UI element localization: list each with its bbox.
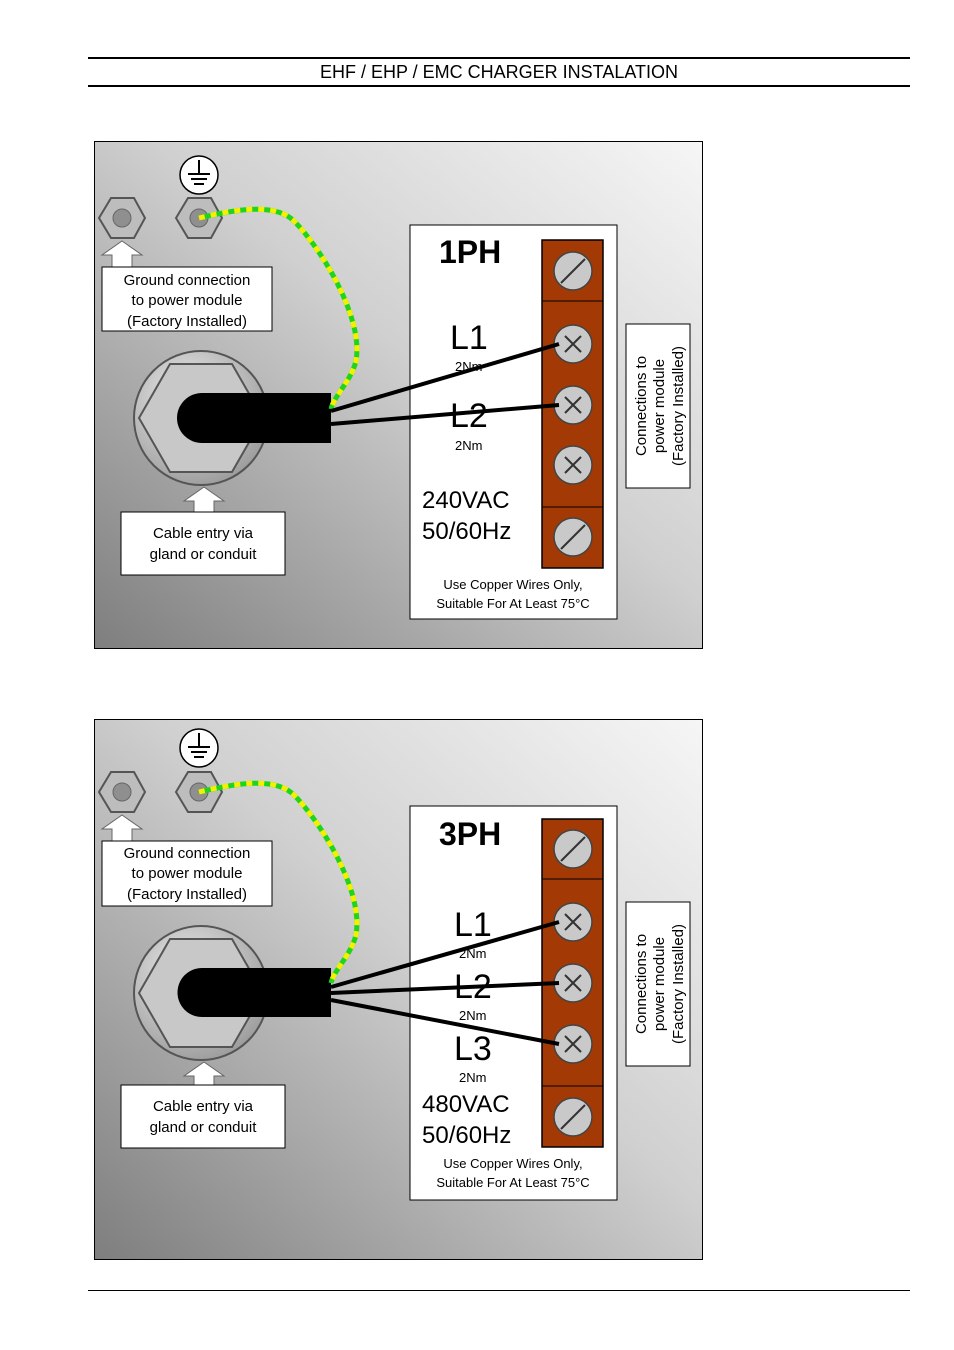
torque-l3: 2Nm [459,1070,486,1085]
conductor-l3 [330,998,560,1046]
ground-callout-line-2: to power module [132,865,243,882]
wiring-diagram-1ph-svg: Ground connection to power module (Facto… [94,141,703,649]
torque-l2: 2Nm [455,438,482,453]
terminal-screw-bottom-icon [553,517,593,557]
line-label-l3: L3 [454,1030,492,1068]
wire-note-line-1: Use Copper Wires Only, [443,1156,582,1171]
ground-stud-left-icon [97,197,147,239]
ground-wire [198,780,360,984]
module-callout-line-2: power module [651,937,668,1031]
terminal-screw-l1-icon [553,324,593,364]
module-callout-line-1: Connections to [633,356,650,456]
wiring-diagram-1ph: Ground connection to power module (Facto… [94,141,703,649]
earth-ground-icon [179,728,219,768]
ground-callout-line-1: Ground connection [124,272,251,289]
line-label-l1: L1 [450,319,488,357]
conductor-l1 [330,920,560,989]
module-callout-line-2: power module [651,359,668,453]
ground-callout-box [101,266,273,332]
module-callout-box [625,901,691,1067]
ground-callout-line-1: Ground connection [124,845,251,862]
cable-callout-box [120,1084,286,1149]
module-callout-line-3: (Factory Installed) [670,924,687,1044]
header-top-rule [88,57,910,59]
terminal-screw-spare-icon [553,445,593,485]
ground-stud-left-icon [97,771,147,813]
ground-callout-line-2: to power module [132,292,243,309]
phase-label: 3PH [439,816,501,852]
wire-note-line-1: Use Copper Wires Only, [443,577,582,592]
page-header-title: EHF / EHP / EMC CHARGER INSTALATION [319,62,679,82]
ground-callout-line-3: (Factory Installed) [127,313,247,330]
cable-callout-line-2: gland or conduit [150,1119,258,1136]
wire-note-line-2: Suitable For At Least 75°C [436,596,589,611]
voltage-label: 480VAC [422,1091,510,1118]
torque-l2: 2Nm [459,1008,486,1023]
module-callout-box [625,323,691,489]
cable-callout-line-1: Cable entry via [153,1098,254,1115]
conductor-l2 [330,981,560,995]
wire-note-line-2: Suitable For At Least 75°C [436,1175,589,1190]
module-callout-line-1: Connections to [633,934,650,1034]
supply-cable [177,393,331,443]
terminal-screw-top-icon [553,251,593,291]
frequency-label: 50/60Hz [422,1122,511,1149]
module-callout-line-3: (Factory Installed) [670,346,687,466]
terminal-screw-l2-icon [553,385,593,425]
voltage-label: 240VAC [422,487,510,514]
earth-ground-icon [179,155,219,195]
ground-callout-line-3: (Factory Installed) [127,886,247,903]
conductor-l1 [330,342,560,413]
frequency-label: 50/60Hz [422,518,511,545]
terminal-screw-top-icon [553,829,593,869]
terminal-screw-l3-icon [553,1024,593,1064]
terminal-screw-bottom-icon [553,1097,593,1137]
line-label-l2: L2 [450,397,488,435]
ground-wire [198,206,360,410]
header-bottom-rule [88,85,910,87]
phase-label: 1PH [439,234,501,270]
wiring-diagram-3ph: Ground connection to power module (Facto… [94,719,703,1260]
terminal-screw-l1-icon [553,902,593,942]
wiring-diagram-3ph-svg: Ground connection to power module (Facto… [94,719,703,1260]
supply-cable [177,968,331,1017]
cable-callout-line-1: Cable entry via [153,525,254,542]
terminal-screw-l2-icon [553,963,593,1003]
footer-rule [88,1290,910,1291]
conductor-l2 [330,403,560,426]
ground-callout-box [101,840,273,907]
line-label-l1: L1 [454,906,492,944]
cable-callout-line-2: gland or conduit [150,546,258,563]
cable-callout-box [120,511,286,576]
